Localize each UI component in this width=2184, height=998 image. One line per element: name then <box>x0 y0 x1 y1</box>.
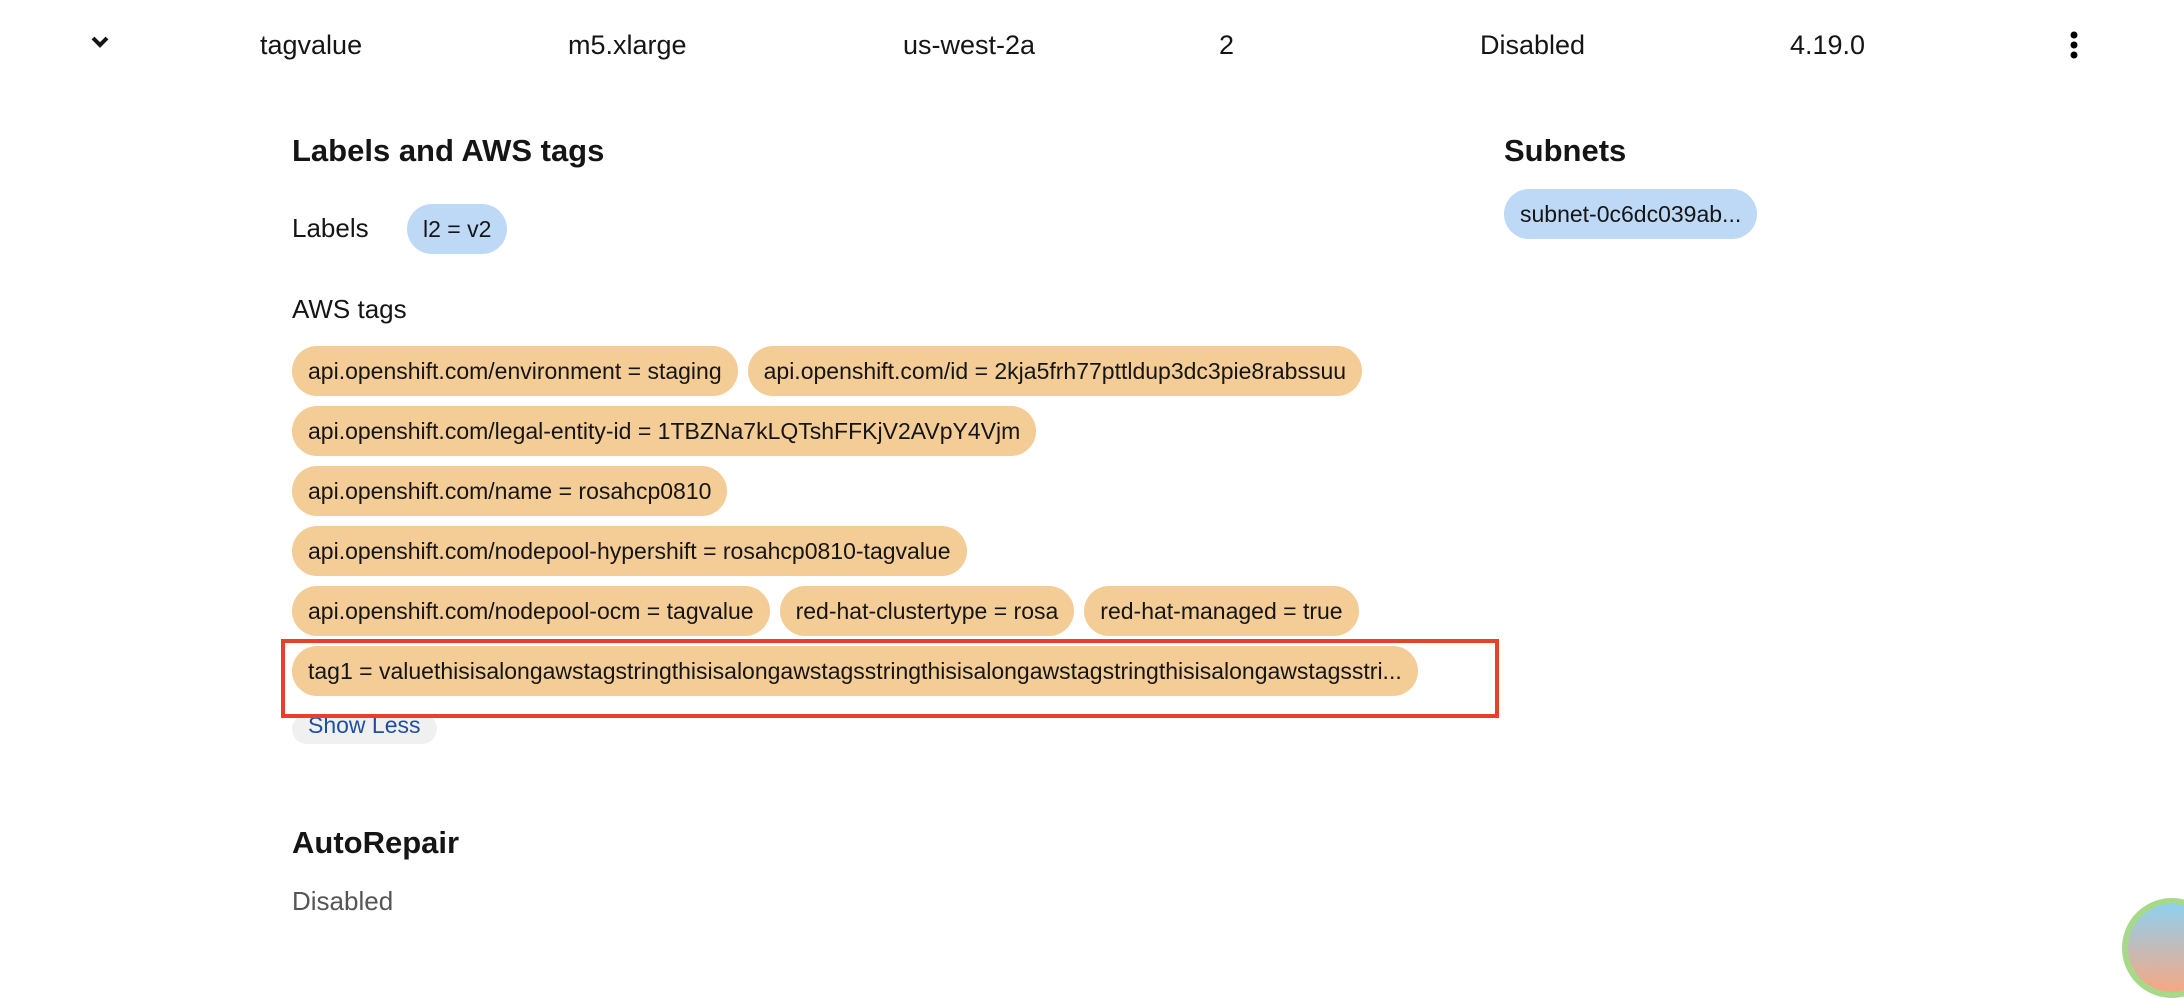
version: 4.19.0 <box>1790 30 1866 60</box>
aws-tag-chip: api.openshift.com/nodepool-hypershift = … <box>292 526 967 576</box>
aws-tag-chip: api.openshift.com/nodepool-ocm = tagvalu… <box>292 586 770 636</box>
aws-tag-chip: api.openshift.com/legal-entity-id = 1TBZ… <box>292 406 1037 456</box>
aws-tag-chip-long: tag1 = valuethisisalongawstagstringthisi… <box>292 646 1418 696</box>
subnet-chip: subnet-0c6dc039ab... <box>1504 189 1758 239</box>
labels-label: Labels <box>292 213 369 243</box>
show-less-button[interactable]: Show Less <box>292 714 437 744</box>
aws-tag-chip: red-hat-clustertype = rosa <box>779 586 1075 636</box>
chevron-down-icon <box>91 36 109 48</box>
aws-tag-chip: red-hat-managed = true <box>1084 586 1359 636</box>
autorepair-value: Disabled <box>292 886 394 916</box>
assistant-avatar-icon[interactable] <box>2122 898 2184 998</box>
availability-zone: us-west-2a <box>903 30 1036 60</box>
kebab-icon <box>2070 31 2078 59</box>
autoscaling-status: Disabled <box>1480 30 1586 60</box>
labels-section-title: Labels and AWS tags <box>292 133 605 168</box>
aws-tag-chip: api.openshift.com/id = 2kja5frh77pttldup… <box>747 346 1363 396</box>
aws-tags-label: AWS tags <box>292 294 407 324</box>
instance-type: m5.xlarge <box>568 30 687 60</box>
highlight-box <box>281 639 1499 718</box>
autorepair-title: AutoRepair <box>292 825 460 860</box>
kebab-menu-button[interactable] <box>2062 28 2086 62</box>
node-count: 2 <box>1219 30 1235 60</box>
nodepool-name: tagvalue <box>260 30 363 60</box>
subnets-title: Subnets <box>1504 133 1627 168</box>
label-chip: l2 = v2 <box>407 204 508 254</box>
aws-tag-chip: api.openshift.com/environment = staging <box>292 346 738 396</box>
collapse-row-button[interactable] <box>88 30 112 54</box>
aws-tag-chip: api.openshift.com/name = rosahcp0810 <box>292 466 728 516</box>
